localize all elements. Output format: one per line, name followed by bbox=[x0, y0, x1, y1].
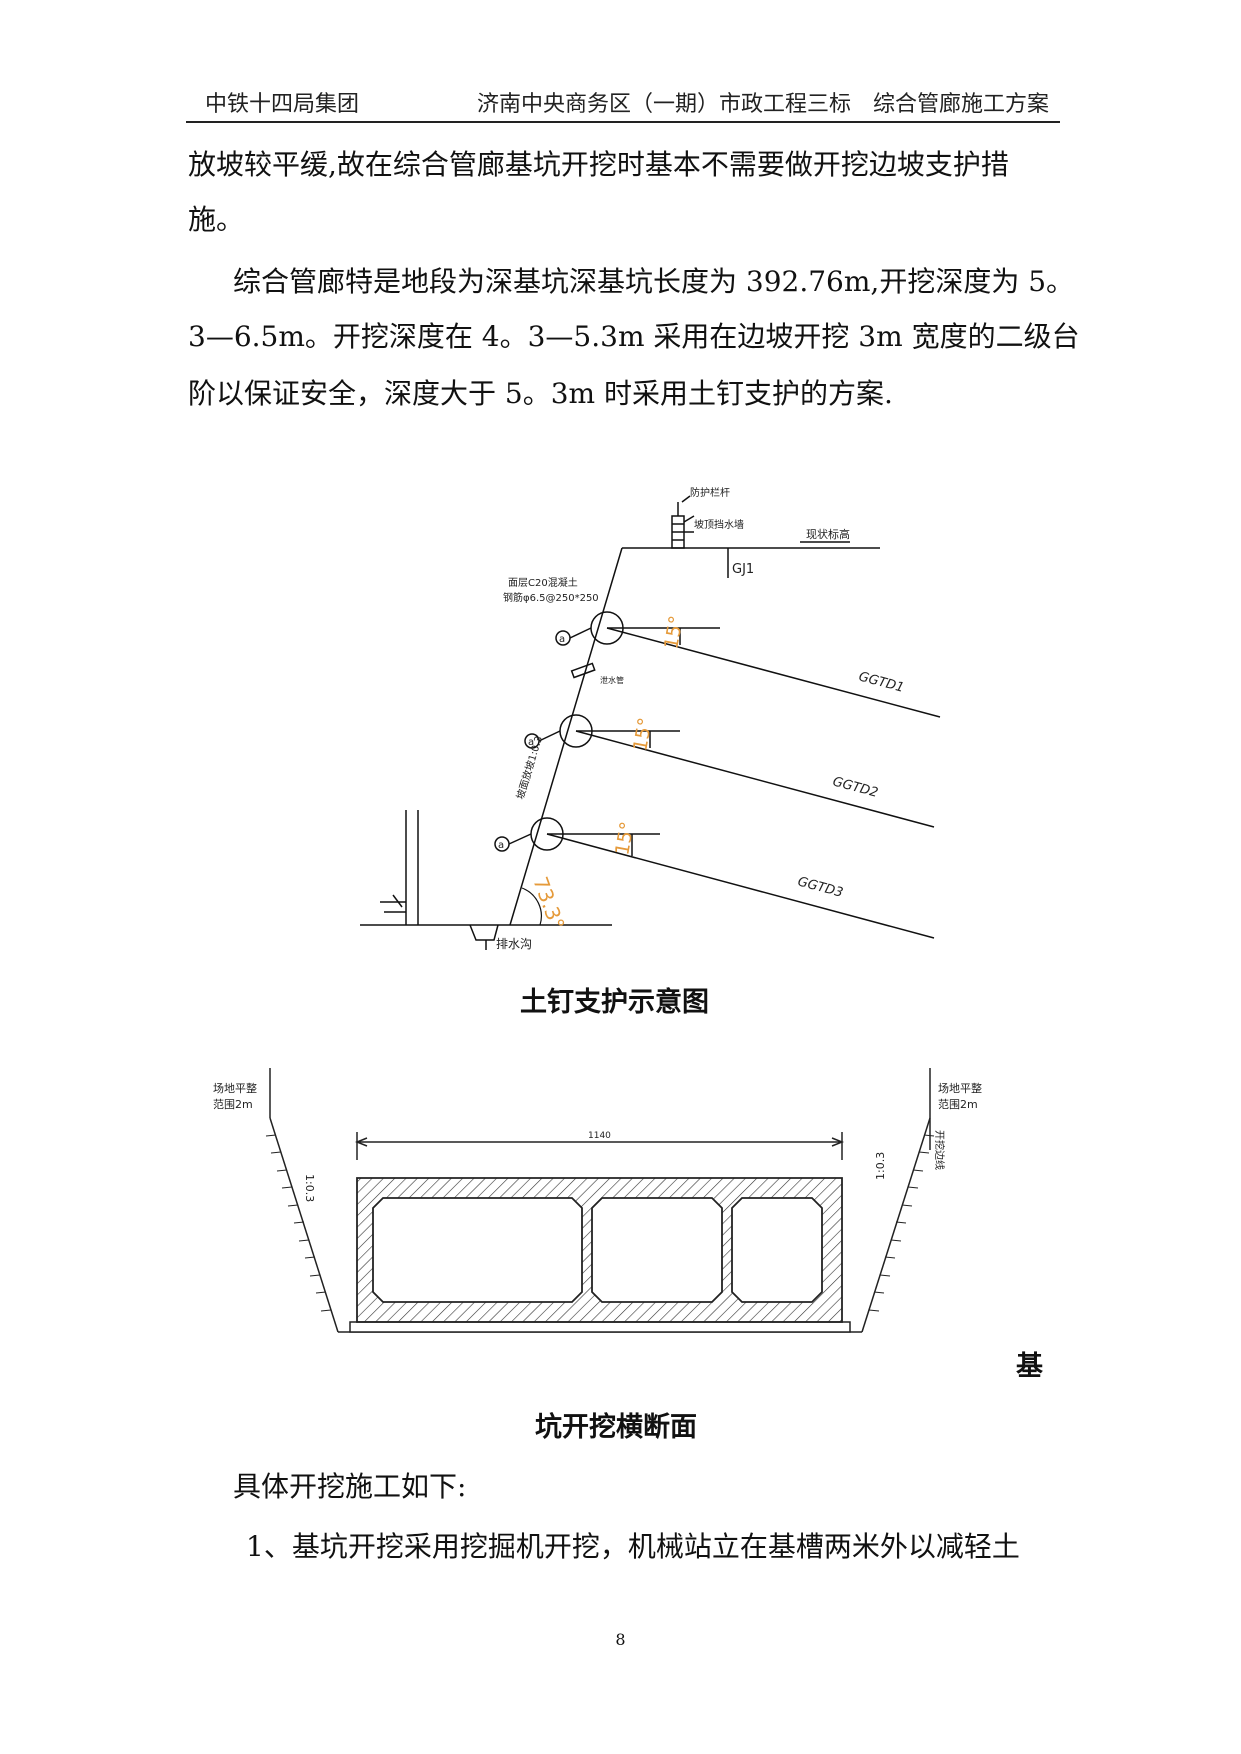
width-dimension: 1140 bbox=[588, 1131, 611, 1141]
paragraph-3: 具体开挖施工如下: bbox=[233, 1470, 467, 1503]
paragraph-2-line-3: 阶以保证安全，深度大于 5。3m 时采用土钉支护的方案. bbox=[188, 377, 893, 410]
paragraph-2-line-1: 综合管廊特是地段为深基坑深基坑长度为 392.76m,开挖深度为 5。 bbox=[233, 265, 1075, 298]
header-right: 济南中央商务区（一期）市政工程三标 综合管廊施工方案 bbox=[476, 92, 1049, 117]
left-top-label-2: 范围2m bbox=[213, 1097, 253, 1111]
label-retaining-wall: 坡顶挡水墙 bbox=[694, 518, 744, 531]
left-slope-ratio: 1:0.3 bbox=[303, 1174, 316, 1202]
paragraph-1-line-2: 施。 bbox=[188, 203, 245, 236]
node-a-label-1: a bbox=[559, 634, 565, 645]
label-guardrail: 防护栏杆 bbox=[690, 486, 730, 499]
label-facing-2: 钢筋φ6.5@250*250 bbox=[503, 591, 599, 604]
label-facing-1: 面层C20混凝土 bbox=[508, 576, 578, 589]
label-ditch: 排水沟 bbox=[496, 937, 532, 951]
figure-2-caption-part-2: 坑开挖横断面 bbox=[535, 1412, 697, 1443]
node-a-label-2: a bbox=[528, 737, 534, 748]
paragraph-2-line-2: 3—6.5m。开挖深度在 4。3—5.3m 采用在边坡开挖 3m 宽度的二级台 bbox=[188, 320, 1080, 353]
paragraph-4: 1、基坑开挖采用挖掘机开挖，机械站立在基槽两米外以减轻土 bbox=[246, 1530, 1020, 1563]
right-slope-ratio: 1:0.3 bbox=[874, 1152, 887, 1180]
right-top-label-2: 范围2m bbox=[938, 1097, 978, 1111]
figure-2-caption-part-1: 基 bbox=[1016, 1351, 1043, 1382]
page-number: 8 bbox=[615, 1630, 626, 1649]
node-a-label-3: a bbox=[498, 840, 504, 851]
paragraph-1-line-1: 放坡较平缓,故在综合管廊基坑开挖时基本不需要做开挖边坡支护措 bbox=[188, 148, 1009, 181]
excavation-line-label: 开挖边线 bbox=[933, 1130, 946, 1170]
label-ground-level: 现状标高 bbox=[806, 527, 850, 541]
header-left: 中铁十四局集团 bbox=[205, 92, 360, 117]
label-gj1: GJ1 bbox=[732, 562, 754, 577]
label-drain-pipe: 泄水管 bbox=[600, 675, 624, 685]
figure-1-caption: 土钉支护示意图 bbox=[520, 987, 709, 1018]
left-top-label-1: 场地平整 bbox=[213, 1081, 257, 1095]
right-top-label-1: 场地平整 bbox=[938, 1081, 982, 1095]
header-rule bbox=[186, 121, 1060, 123]
